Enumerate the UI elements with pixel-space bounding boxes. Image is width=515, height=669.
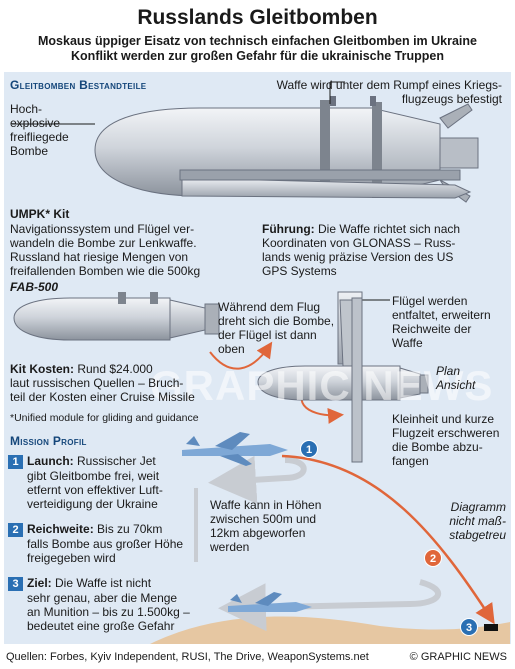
fuselage-note: Waffe wird unter dem Rumpf eines Kriegs-… (232, 78, 502, 106)
rotation-arrow (209, 341, 273, 370)
altitude-line: Waffe kann in Höhen (210, 498, 322, 512)
plan-view-label: Plan Ansicht (436, 364, 475, 392)
kit-cost-heading: Kit Kosten: (10, 362, 74, 376)
flight-line: oben (218, 342, 245, 356)
altitude-line: werden (210, 540, 250, 554)
step-line: an Munition – bis zu 1.500kg – (27, 605, 190, 619)
umpk-line: freifallenden Bomben wie die 500kg (10, 264, 201, 278)
wings-line: entfaltet, erweitern (392, 308, 491, 322)
bomb-plan-view-illustration (257, 297, 429, 463)
page-subtitle: Moskaus üppiger Eisatz von technisch ein… (0, 34, 515, 64)
wings-line: Waffe (392, 336, 423, 350)
interception-line: Kleinheit und kurze (392, 412, 495, 426)
plan-line: Plan (436, 364, 461, 378)
bomb-label-line: Hoch- (10, 102, 43, 116)
kit-cost-line: Rund $24.000 (74, 362, 153, 376)
bomb-label-line: freifliegede (10, 130, 69, 144)
bomb-label-line: explosive (10, 116, 61, 130)
page-title: Russlands Gleitbomben (137, 6, 378, 29)
plan-line: Ansicht (436, 378, 476, 392)
scale-line: nicht maß- (449, 514, 506, 528)
interception-line: Flugzeit erschweren (392, 426, 500, 440)
kit-cost-line: teil der Kosten einer Cruise Missile (10, 390, 195, 404)
step-line: Bis zu 70km (93, 522, 163, 536)
mission-step-target: 3 Ziel: Die Waffe ist nicht sehr genau, a… (8, 576, 218, 633)
flight-line: der Flügel ist dann (218, 328, 317, 342)
flight-line: dreht sich die Bombe, (218, 314, 335, 328)
umpk-line: Navigationssystem und Flügel ver- (10, 222, 195, 236)
fab-500-bomb-illustration (13, 292, 220, 341)
step-line: verteidigung der Ukraine (27, 497, 158, 511)
kit-cost-line: laut russischen Quellen – Bruch- (10, 376, 184, 390)
step-title: Ziel: (27, 576, 52, 590)
interception-note: Kleinheit und kurze Flugzeit erschweren … (392, 412, 499, 468)
guidance-line: Die Waffe richtet sich nach (314, 222, 461, 236)
glide-bomb-illustration (94, 96, 479, 203)
step-line: etfernt von effektiver Luft- (27, 483, 163, 497)
fuselage-line: Waffe wird unter dem Rumpf eines Kriegs- (276, 78, 502, 92)
umpk-line: Russland hat riesige Mengen von (10, 250, 189, 264)
mission-step-launch: 1 Launch: Russischer Jet gibt Gleitbombe … (8, 454, 198, 511)
step-line: falls Bombe aus großer Höhe (27, 537, 184, 551)
interception-line: die Bombe abzu- (392, 440, 483, 454)
scale-line: Diagramm (450, 500, 506, 514)
interception-line: fangen (392, 454, 429, 468)
bomb-label: Hoch- explosive freifliegede Bombe (10, 102, 69, 158)
fab-500-label: FAB-500 (10, 280, 59, 294)
umpk-line: wandeln die Bombe zur Lenkwaffe. (10, 236, 197, 250)
step-line: gibt Gleitbombe frei, weit (27, 469, 160, 483)
guidance-heading: Führung: (262, 222, 315, 236)
fuselage-line: flugzeugs befestigt (401, 92, 502, 106)
step-title: Reichweite: (27, 522, 94, 536)
step-line: bedeutet eine große Gefahr (27, 619, 175, 633)
bomb-label-line: Bombe (10, 144, 49, 158)
section-heading-mission: Mission Profil (10, 434, 87, 448)
step-number-badge: 2 (8, 523, 23, 537)
guidance-line: GPS Systems (262, 264, 337, 278)
guidance-text: Führung: Die Waffe richtet sich nach Koo… (262, 222, 460, 278)
altitude-note: Waffe kann in Höhen zwischen 500m und 12… (210, 498, 321, 554)
wings-note: Flügel werden entfaltet, erweitern Reich… (392, 294, 491, 350)
scale-line: stabgetreu (449, 528, 506, 542)
step-line: freigegeben wird (27, 551, 116, 565)
umpk-text: Navigationssystem und Flügel ver- wandel… (10, 222, 200, 278)
kit-cost-text: Kit Kosten: Rund $24.000 laut russischen… (10, 362, 195, 404)
step-marker-2: 2 (424, 549, 442, 567)
watermark: GRAPHIC NEWS (150, 362, 494, 409)
step-line: Die Waffe ist nicht (51, 576, 152, 590)
mission-step-range: 2 Reichweite: Bis zu 70km falls Bombe aus… (8, 522, 208, 565)
step-number-badge: 1 (8, 455, 23, 469)
guidance-line: lands wenig präzise Version des US (262, 250, 454, 264)
section-heading-components: Gleitbomben Bestandteile (10, 78, 147, 92)
step-line: Russischer Jet (73, 454, 156, 468)
mission-profile-diagram (150, 432, 510, 644)
step-line: sehr genau, aber die Menge (27, 591, 178, 605)
flight-rotation-note: Während dem Flug dreht sich die Bombe, d… (218, 300, 334, 356)
sources: Quellen: Forbes, Kyiv Independent, RUSI,… (6, 651, 369, 663)
scale-disclaimer: Diagramm nicht maß- stabgetreu (432, 500, 506, 542)
altitude-line: zwischen 500m und (210, 512, 317, 526)
step-marker-3: 3 (460, 618, 478, 636)
flight-line: Während dem Flug (218, 300, 321, 314)
guidance-line: Koordinaten von GLONASS – Russ- (262, 236, 456, 250)
wings-line: Flügel werden (392, 294, 468, 308)
umpk-footnote: *Unified module for gliding and guidance (10, 412, 199, 424)
altitude-line: 12km abgeworfen (210, 526, 306, 540)
subtitle-line: Konflikt werden zur großen Gefahr für di… (71, 49, 444, 63)
subtitle-line: Moskaus üppiger Eisatz von technisch ein… (38, 34, 477, 48)
credit: © GRAPHIC NEWS (409, 651, 507, 663)
step-marker-1: 1 (300, 440, 318, 458)
umpk-heading: UMPK* Kit (10, 207, 70, 221)
step-title: Launch: (27, 454, 74, 468)
step-number-badge: 3 (8, 577, 23, 591)
wings-line: Reichweite der (392, 322, 472, 336)
